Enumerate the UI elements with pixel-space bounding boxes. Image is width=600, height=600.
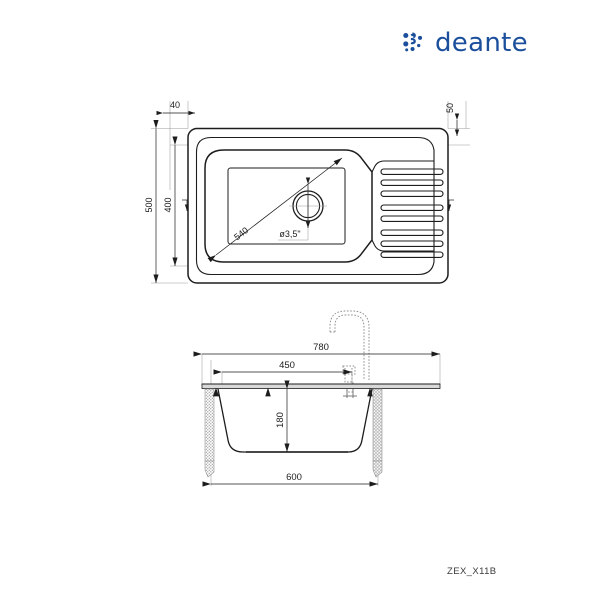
groove-7 xyxy=(380,240,444,247)
groove-6 xyxy=(380,229,444,236)
sink-section-view: 780 450 xyxy=(193,310,441,487)
countertop-hatch-left-foot xyxy=(204,460,215,478)
sink-inner-rim xyxy=(195,136,435,276)
faucet-outline xyxy=(329,310,370,393)
brand-logo: deante xyxy=(398,22,528,64)
dimension-40-label: 40 xyxy=(170,100,180,110)
brand-name: deante xyxy=(435,28,528,58)
dimension-600-label: 600 xyxy=(286,472,302,483)
groove-3 xyxy=(380,190,444,197)
countertop-hatch-right-foot xyxy=(372,460,383,478)
dimension-400: 400 xyxy=(163,136,178,266)
groove-4 xyxy=(380,204,444,211)
dimension-450: 450 xyxy=(213,360,352,375)
deante-clover-icon xyxy=(403,32,423,52)
drainboard-grooves xyxy=(380,168,444,258)
dimension-50: 50 xyxy=(445,103,460,137)
groove-5 xyxy=(380,215,444,222)
dimension-500: 500 xyxy=(144,119,159,283)
dimension-400-label: 400 xyxy=(163,197,173,212)
groove-8 xyxy=(380,251,444,258)
dimension-780-label: 780 xyxy=(313,342,329,353)
dimension-40: 40 xyxy=(156,100,196,116)
section-witness-lines xyxy=(201,354,441,486)
countertop-hatch-right xyxy=(372,388,383,462)
dimension-180: 180 xyxy=(275,380,290,452)
groove-2 xyxy=(380,179,444,186)
mounting-clips xyxy=(212,387,373,397)
dimension-500-label: 500 xyxy=(144,197,154,212)
sink-top-view: 40 50 500 400 xyxy=(144,100,470,284)
countertop-slab xyxy=(201,383,441,389)
product-code-label: ZEX_X11B xyxy=(447,566,497,577)
groove-1 xyxy=(380,168,444,175)
dimension-180-label: 180 xyxy=(275,412,286,428)
dimension-600: 600 xyxy=(202,472,378,487)
bowl-section-profile xyxy=(217,388,373,453)
drainboard-edges xyxy=(371,160,434,252)
countertop-hatch-left xyxy=(204,388,215,462)
dimension-780: 780 xyxy=(193,342,440,357)
dimension-drain-label: ø3,5" xyxy=(279,229,300,239)
dimension-50-label: 50 xyxy=(445,103,455,113)
drain-spigot xyxy=(343,389,357,398)
dimension-450-label: 450 xyxy=(279,360,295,371)
